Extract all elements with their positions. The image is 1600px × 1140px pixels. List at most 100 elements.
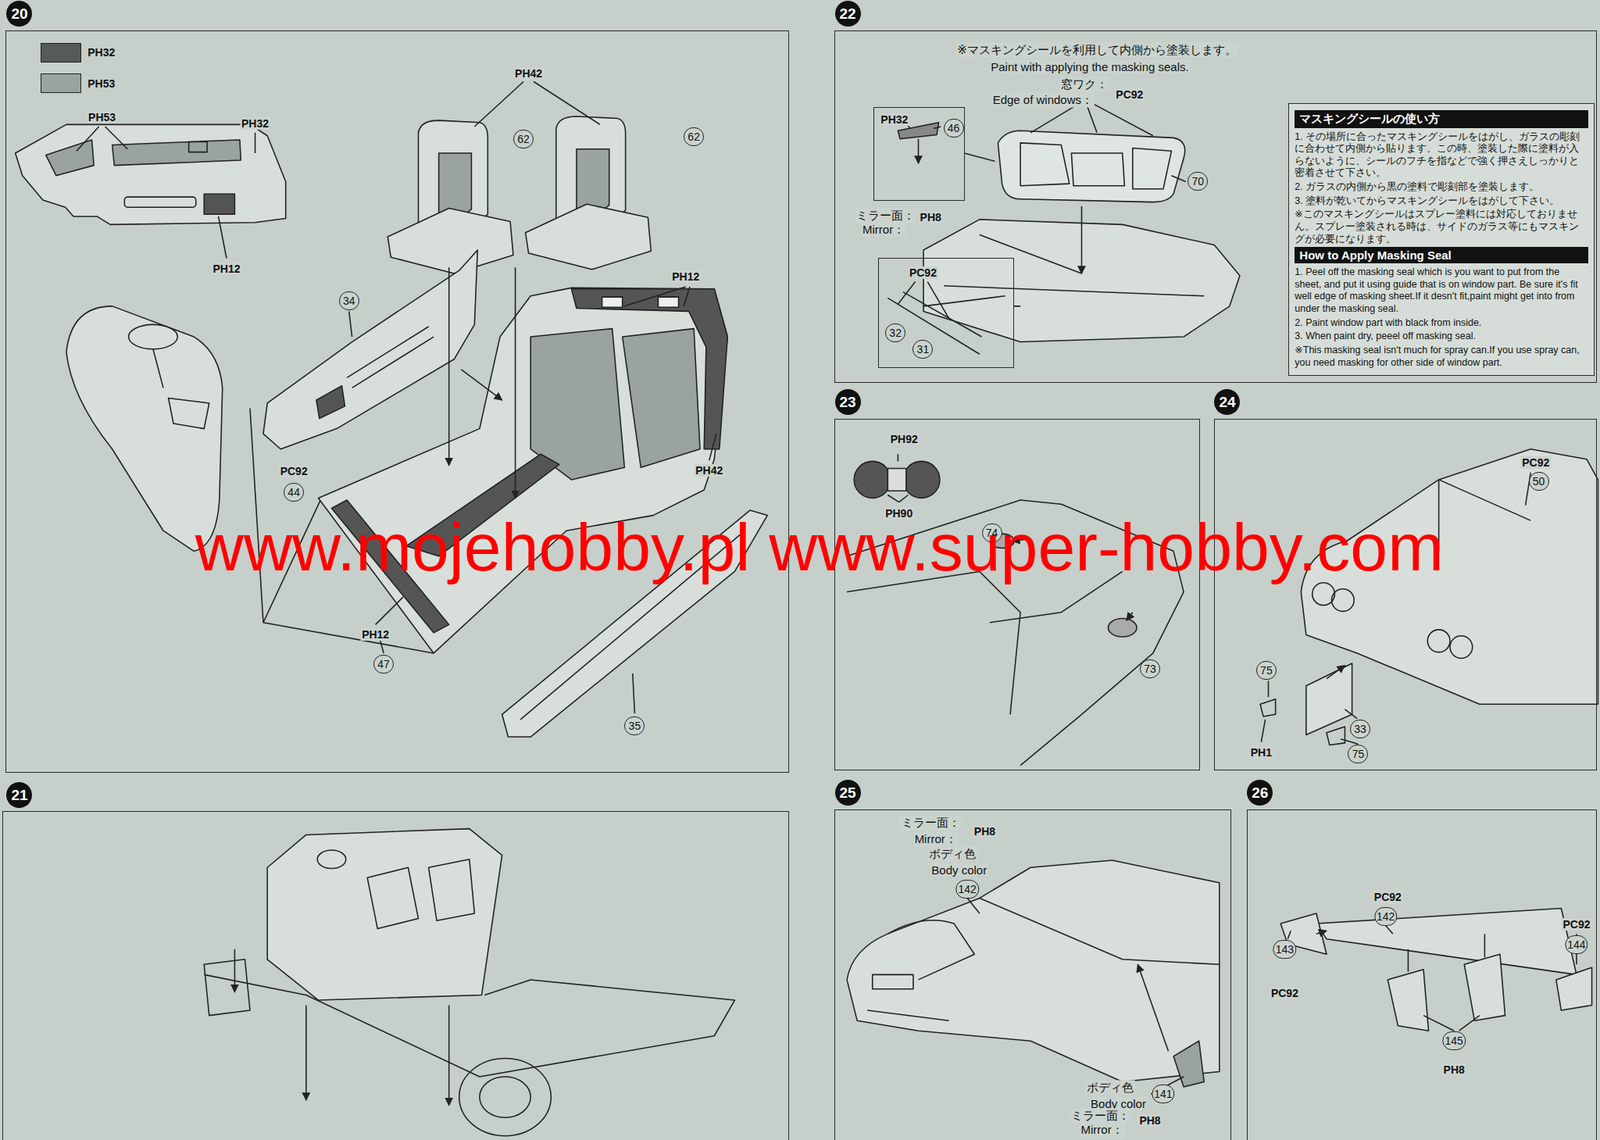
callout-number: 31 <box>912 339 933 359</box>
step-number: 22 <box>835 0 861 27</box>
instruction-text: 3. 塗料が乾いてからマスキングシールをはがして下さい。 <box>1294 195 1589 208</box>
callout-number: 142 <box>956 879 979 899</box>
watermark: www.mojehobby.pl www.super-hobby.com <box>195 513 1444 581</box>
legend-label: PH32 <box>87 46 115 59</box>
box-heading: How to Apply Masking Seal <box>1294 246 1589 264</box>
step-number: 24 <box>1214 389 1240 415</box>
callout-number: 62 <box>683 127 704 147</box>
step-number: 25 <box>835 779 861 806</box>
tail-lens <box>903 460 940 498</box>
paint-code: PH12 <box>360 628 391 641</box>
paint-code: PH8 <box>972 825 997 838</box>
rear-wing <box>1407 933 1485 972</box>
detail-inset: PC923231 <box>878 257 1015 368</box>
legend-row: PH32 <box>40 42 115 63</box>
instruction-text: 3. When paint dry, peeel off masking sea… <box>1294 330 1589 343</box>
car-body <box>1081 206 1083 274</box>
seat <box>387 120 514 274</box>
callout-number: 70 <box>1187 171 1208 191</box>
seat <box>387 207 514 274</box>
mirror-part <box>917 139 920 164</box>
rear-wing <box>1387 953 1505 1031</box>
step-panel: 23 <box>834 418 1200 772</box>
front-body <box>867 897 1220 1021</box>
dashboard <box>128 324 179 349</box>
note-text: Mirror： <box>913 831 959 847</box>
door-trim <box>203 193 235 215</box>
front-body <box>846 860 1220 1094</box>
paint-code: PC92 <box>278 464 310 478</box>
paint-code: PH8 <box>1137 1114 1162 1127</box>
seat <box>525 203 652 270</box>
interior-assembly <box>267 828 502 1000</box>
front-body <box>846 860 1220 1082</box>
callout-number: 47 <box>373 654 394 674</box>
interior-assembly <box>234 949 236 993</box>
leader-line <box>897 102 1186 319</box>
rear-body <box>1450 635 1473 659</box>
instruction-text: 1. その場所に合ったマスキングシールをはがし、ガラスの彫刻に合わせて内側から貼… <box>1294 131 1589 181</box>
step-number: 20 <box>6 0 33 27</box>
rear-wing <box>1316 907 1577 975</box>
paint-code: PH42 <box>513 67 544 80</box>
legend-label: PH53 <box>87 77 115 90</box>
rear-wing <box>1280 907 1592 1031</box>
front-body <box>1137 964 1168 1051</box>
rear-body <box>1326 665 1346 679</box>
rear-body <box>846 453 1184 765</box>
leader-line <box>76 126 256 258</box>
interior-assembly <box>203 828 735 1136</box>
note-text: Body color <box>929 862 989 876</box>
paint-code: PH32 <box>239 117 271 130</box>
rear-body <box>1306 663 1353 735</box>
rear-wing <box>1287 925 1577 1032</box>
paint-code: PC92 <box>1520 456 1551 469</box>
door-panel <box>316 385 346 419</box>
callout-number: 62 <box>513 129 534 149</box>
tail-lens <box>887 468 907 492</box>
step-panel: 21 <box>2 810 790 1140</box>
note-text: ボディ色 <box>927 846 978 862</box>
instruction-text: 2. Paint window part with black from ins… <box>1294 317 1589 330</box>
step-panel: 26 <box>1246 809 1597 1140</box>
door-trim <box>189 142 208 153</box>
interior-assembly <box>317 850 347 869</box>
rear-body <box>1260 699 1345 746</box>
interior-assembly <box>459 1057 552 1136</box>
interior-assembly <box>305 1005 308 1100</box>
interior-assembly <box>479 1076 531 1118</box>
instruction-box: マスキングシールの使い方1. その場所に合ったマスキングシールをはがし、ガラスの… <box>1288 103 1595 377</box>
rear-wing <box>1556 967 1593 1011</box>
callout-number: 75 <box>1256 660 1277 680</box>
leader-line <box>76 82 717 714</box>
callout-number: 33 <box>1350 719 1371 739</box>
paint-code: PH1 <box>1249 746 1274 759</box>
rear-body <box>1439 479 1532 551</box>
paint-code: PC92 <box>1560 917 1592 931</box>
paint-code: PC92 <box>1114 88 1145 101</box>
interior-tub <box>657 296 679 308</box>
rear-body <box>1427 629 1450 653</box>
callout-number: 46 <box>943 118 965 138</box>
callout-number: 44 <box>283 482 304 502</box>
instruction-text: ※このマスキングシールはスプレー塗料には対応しておりません。スプレー塗装される時… <box>1294 208 1589 246</box>
assembly-arrow <box>514 267 517 498</box>
paint-code: PC92 <box>1269 986 1300 1000</box>
tail-lens <box>853 460 891 498</box>
note-text: Mirror： <box>860 221 907 237</box>
rear-body <box>887 453 908 502</box>
paint-code: PH32 <box>878 113 910 126</box>
interior-tub <box>622 328 700 468</box>
instruction-text: 2. ガラスの内側から黒の塗料で彫刻部を塗装します。 <box>1294 181 1589 194</box>
note-text: ミラー面： <box>900 814 962 830</box>
door-trim <box>46 139 94 176</box>
paint-code: PC92 <box>1372 890 1404 904</box>
leader-line <box>964 102 1186 307</box>
note-text: Paint with applying the masking seals. <box>989 59 1190 73</box>
note-text: ミラー面： <box>1069 1107 1132 1123</box>
dashboard <box>153 349 210 429</box>
callout-number: 34 <box>339 291 360 311</box>
legend-row: PH53 <box>40 73 115 93</box>
legend-swatch <box>40 42 82 63</box>
